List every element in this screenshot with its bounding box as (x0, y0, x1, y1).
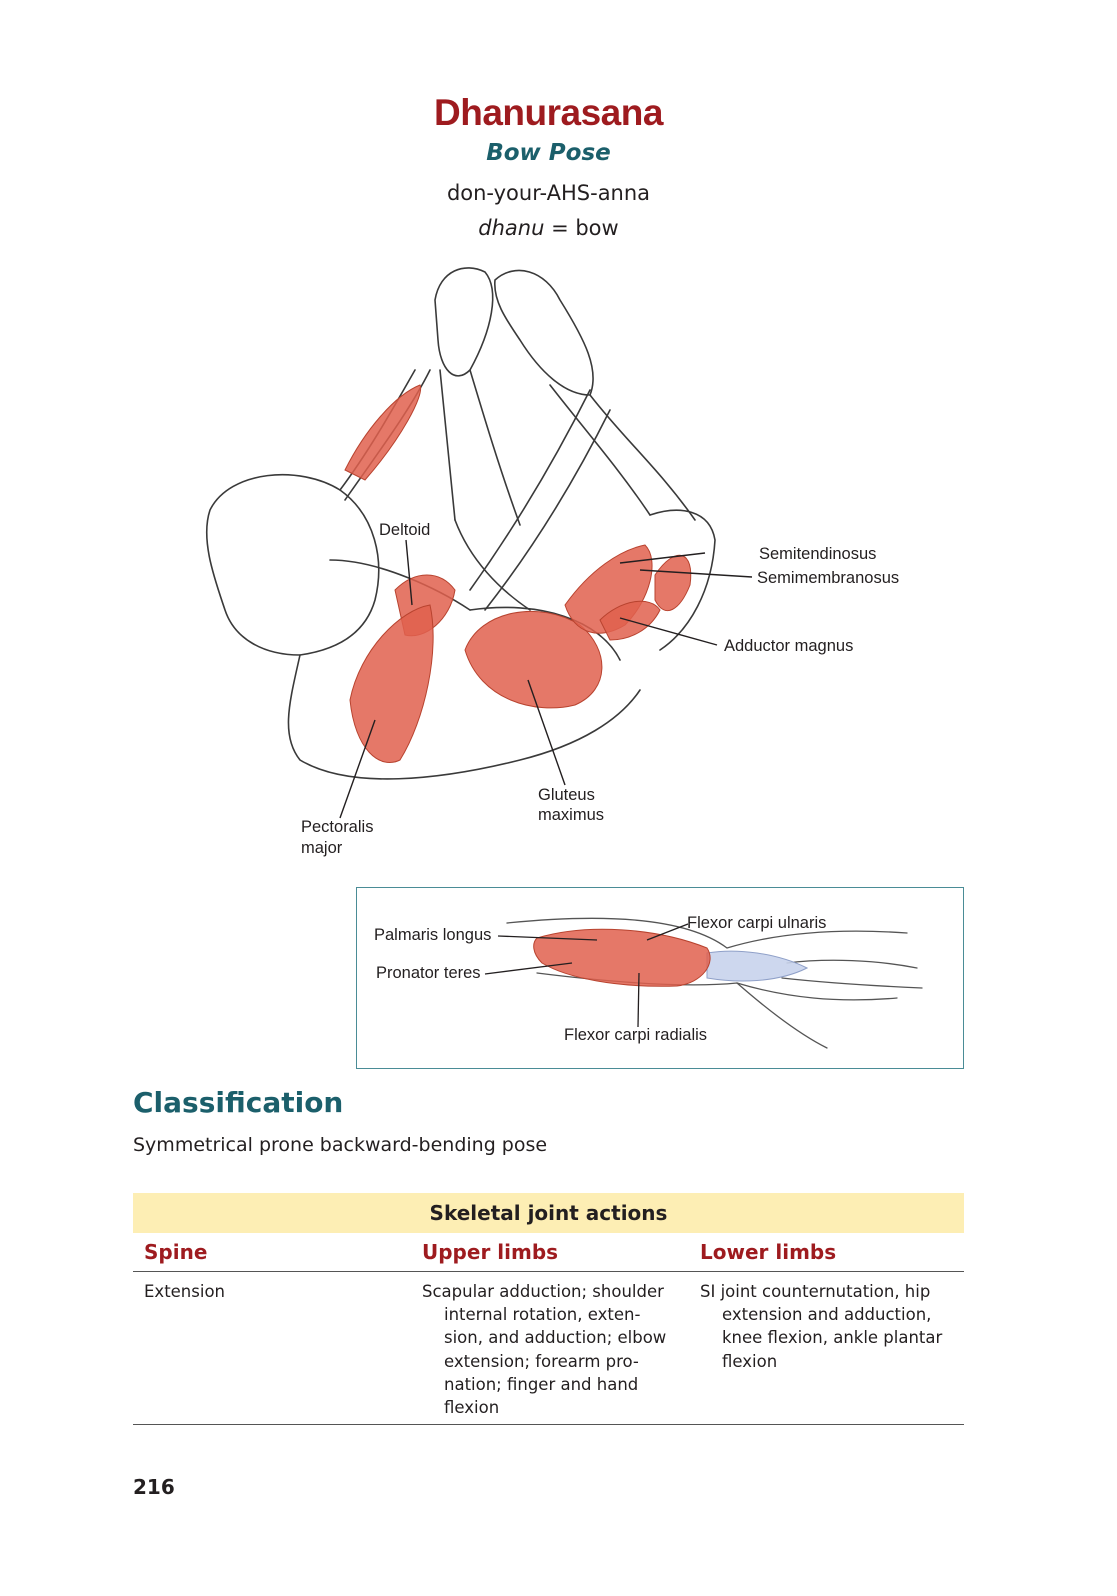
column-header-spine: Spine (144, 1240, 208, 1264)
etymology-meaning: = bow (544, 216, 619, 240)
label-palmaris-longus: Palmaris longus (374, 926, 492, 944)
label-gluteus-maximus-line1: Gluteus (538, 786, 595, 804)
cell-line: flexion (444, 1398, 500, 1418)
cell-line: extension and adduction, (722, 1305, 932, 1325)
cell-line: flexion (722, 1351, 778, 1371)
pose-pronunciation: don-your-AHS-anna (446, 181, 651, 205)
table-row: Extension Scapular adduction; shoulder i… (133, 1272, 964, 1425)
label-gluteus-maximus-line2: maximus (538, 806, 605, 824)
left-foot (434, 267, 494, 377)
calf-muscle (654, 554, 692, 612)
pose-english-name: Bow Pose (486, 140, 611, 166)
cell-line: extension; forearm pro- (444, 1351, 639, 1371)
label-semimembranosus: Semimembranosus (757, 569, 900, 587)
cell-spine: Extension (144, 1280, 404, 1303)
cell-line: nation; finger and hand (444, 1374, 639, 1394)
cell-line: Scapular adduction; shoulder (422, 1282, 664, 1301)
cell-line: internal rotation, exten- (444, 1305, 641, 1325)
forearm-inset-box: Palmaris longus Pronator teres Flexor ca… (356, 887, 964, 1069)
classification-heading: Classification (133, 1086, 344, 1119)
label-pronator-teres: Pronator teres (376, 964, 481, 982)
cell-line: knee flexion, ankle plantar (722, 1328, 943, 1348)
label-semitendinosus: Semitendinosus (759, 545, 877, 563)
cell-lower-limbs: SI joint counternutation, hip extension … (700, 1280, 964, 1373)
forearm-illustration (484, 917, 923, 1049)
cell-line: Extension (144, 1282, 226, 1301)
torso (287, 654, 641, 780)
column-header-lower-limbs: Lower limbs (700, 1240, 837, 1264)
skeletal-joint-actions-table: Skeletal joint actions Spine Upper limbs… (133, 1193, 964, 1425)
cell-line: sion, and adduction; elbow (444, 1328, 667, 1348)
column-header-upper-limbs: Upper limbs (422, 1240, 559, 1264)
label-flexor-carpi-ulnaris: Flexor carpi ulnaris (687, 914, 827, 932)
gluteus-maximus-muscle (464, 610, 603, 709)
label-pectoralis-major-line2: major (301, 839, 343, 857)
classification-text: Symmetrical prone backward-bending pose (133, 1134, 548, 1156)
label-deltoid: Deltoid (379, 521, 431, 539)
cell-line: SI joint counternutation, hip (700, 1282, 931, 1301)
etymology-word: dhanu (478, 216, 545, 240)
right-foot (494, 269, 594, 396)
pectoralis-major-muscle (349, 604, 434, 763)
page-number: 216 (133, 1475, 175, 1499)
forearm-flexor-muscles (533, 928, 711, 987)
pose-sanskrit-title: Dhanurasana (434, 92, 663, 133)
label-flexor-carpi-radialis: Flexor carpi radialis (564, 1026, 708, 1044)
head (205, 473, 380, 656)
cell-upper-limbs: Scapular adduction; shoulder internal ro… (422, 1280, 692, 1419)
flexor-tendons (706, 950, 809, 982)
bow-pose-illustration (205, 267, 753, 819)
label-pectoralis-major-line1: Pectoralis (301, 818, 374, 836)
forearm-flexor-muscle (344, 384, 422, 481)
table-column-headers: Spine Upper limbs Lower limbs (133, 1233, 964, 1272)
label-adductor-magnus: Adductor magnus (724, 637, 854, 655)
table-title: Skeletal joint actions (133, 1193, 964, 1233)
pose-etymology: dhanu = bow (0, 216, 1097, 240)
